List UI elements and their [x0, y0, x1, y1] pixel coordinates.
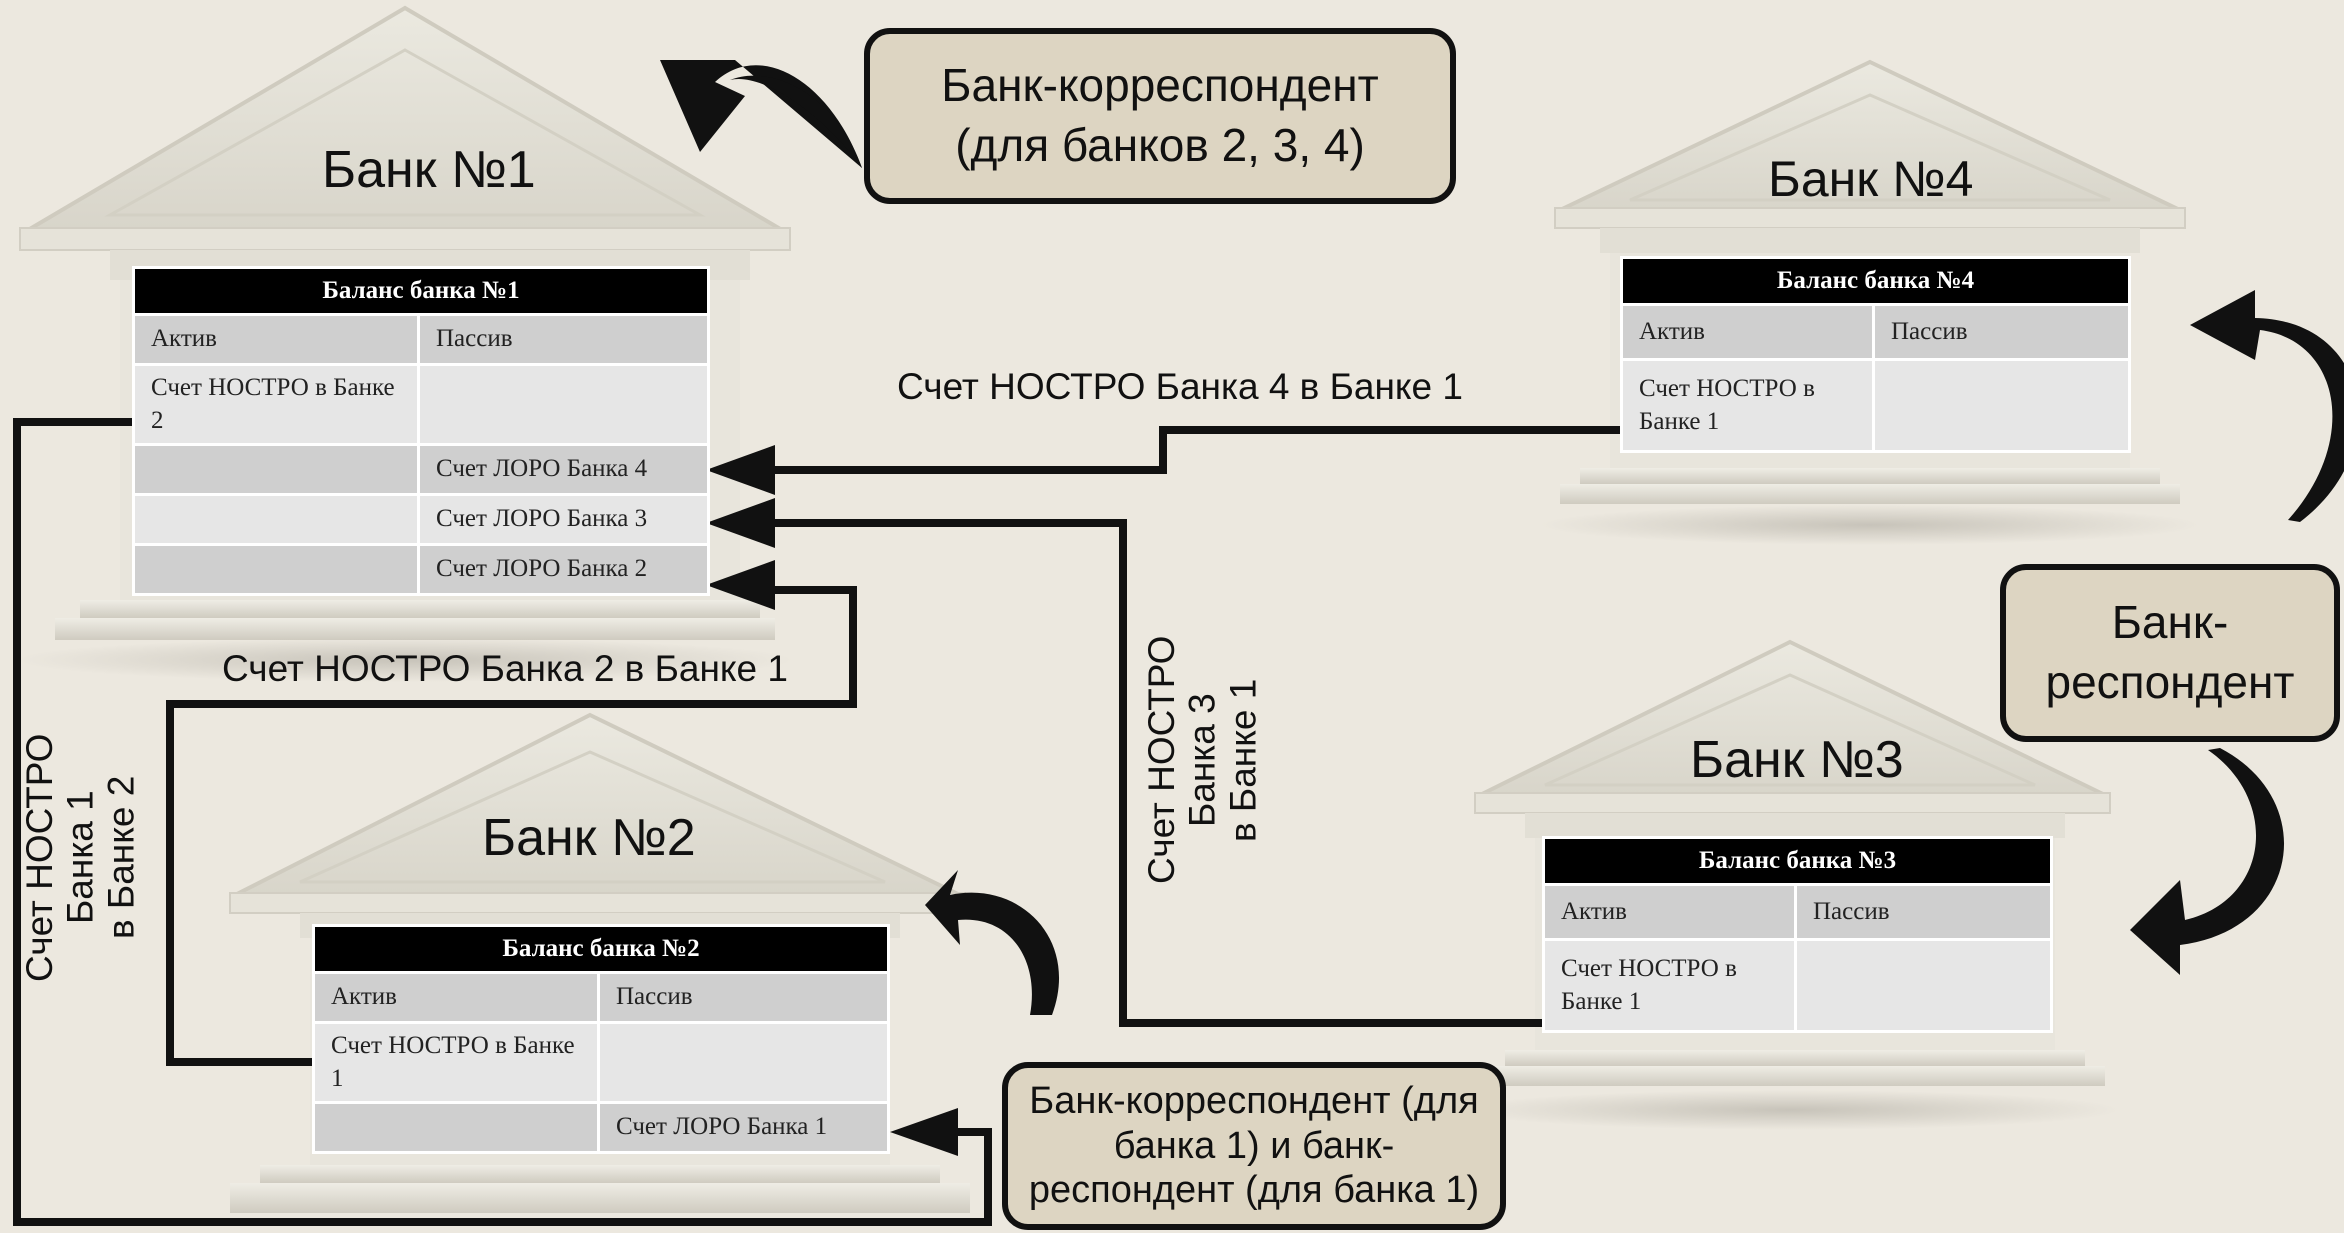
connector-nostro-bank2 [166, 586, 857, 1066]
connector-nostro-bank1 [13, 418, 992, 1226]
table-cell: Счет НОСТРО в Банке 2 [132, 363, 420, 446]
column-header-liability: Пассив [416, 313, 711, 366]
label-line: в Банке 2 [100, 775, 142, 940]
table-cell [132, 443, 420, 496]
balance-header: Баланс банка №2 [311, 924, 891, 974]
label-nostro-bank4: Счет НОСТРО Банка 4 в Банке 1 [897, 366, 1463, 407]
balance-header: Баланс банка №4 [1619, 256, 2132, 306]
bank-4-title: Банк №4 [1768, 151, 1974, 207]
callout-line: (для банков 2, 3, 4) [955, 119, 1365, 171]
callout-correspondent: Банк-корреспондент (для банков 2, 3, 4) [864, 28, 1456, 204]
connector-nostro-bank3 [740, 519, 1545, 1027]
column-header-asset: Актив [132, 313, 420, 366]
table-cell [1793, 938, 2054, 1033]
label-nostro-bank3: Счет НОСТРО Банка 3 в Банке 1 [1141, 630, 1264, 890]
connector-nostro-bank4 [740, 426, 1622, 474]
label-line: Счет НОСТРО [19, 733, 60, 982]
table-cell [312, 1101, 600, 1154]
bank-2-title: Банк №2 [482, 809, 696, 867]
column-header-asset: Актив [312, 971, 600, 1024]
callout-line: респондент (для банка 1) [1028, 1169, 1480, 1212]
curved-arrow-bank1 [660, 60, 862, 168]
table-cell [416, 363, 711, 446]
label-line: в Банке 1 [1222, 678, 1264, 842]
arrowhead-loro-bank2 [706, 560, 775, 610]
table-cell [132, 543, 420, 596]
callout-line: Банк-корреспондент [941, 59, 1379, 112]
arrowhead-loro-bank1 [890, 1108, 958, 1156]
bank-3-title: Банк №3 [1690, 731, 1904, 789]
column-header-liability: Пассив [596, 971, 891, 1024]
label-nostro-bank2: Счет НОСТРО Банка 2 в Банке 1 [222, 648, 788, 689]
table-cell [1871, 358, 2132, 453]
callout-line: респондент [2045, 656, 2295, 708]
label-line: Банка 1 [59, 790, 101, 925]
label-nostro-bank1: Счет НОСТРО Банка 1 в Банке 2 [19, 725, 142, 990]
column-header-liability: Пассив [1871, 303, 2132, 361]
curved-arrow-bank2 [925, 870, 1060, 1015]
balance-header: Баланс банка №1 [131, 266, 711, 316]
callout-line: Банк- [2111, 596, 2229, 649]
table-cell [132, 493, 420, 546]
arrowhead-loro-bank4 [706, 445, 775, 495]
callout-correspondent-and-respondent: Банк-корреспондент (для банка 1) и банк-… [1002, 1062, 1506, 1230]
column-header-asset: Актив [1620, 303, 1875, 361]
table-cell: Счет ЛОРО Банка 1 [596, 1101, 891, 1154]
table-cell: Счет ЛОРО Банка 3 [416, 493, 711, 546]
bank-3-balance-table: Баланс банка №3 Актив Пассив Счет НОСТРО… [1541, 836, 2054, 1033]
table-cell: Счет НОСТРО в Банке 1 [1542, 938, 1797, 1033]
callout-line: Банк-корреспондент (для [1029, 1079, 1479, 1122]
bank-2-balance-table: Баланс банка №2 Актив Пассив Счет НОСТРО… [311, 924, 891, 1154]
table-cell: Счет НОСТРО в Банке 1 [1620, 358, 1875, 453]
balance-header: Баланс банка №3 [1541, 836, 2054, 886]
bank-1-balance-table: Баланс банка №1 Актив Пассив Счет НОСТРО… [131, 266, 711, 596]
bank-4-balance-table: Баланс банка №4 Актив Пассив Счет НОСТРО… [1619, 256, 2132, 453]
callout-line: банка 1) и банк- [1113, 1124, 1395, 1167]
column-header-liability: Пассив [1793, 883, 2054, 941]
column-header-asset: Актив [1542, 883, 1797, 941]
label-line: Банка 3 [1181, 693, 1223, 827]
table-cell: Счет НОСТРО в Банке 1 [312, 1021, 600, 1104]
callout-respondent: Банк- респондент [2000, 564, 2340, 742]
curved-arrow-bank4 [2190, 290, 2344, 522]
table-cell: Счет ЛОРО Банка 4 [416, 443, 711, 496]
table-cell [596, 1021, 891, 1104]
bank-1-title: Банк №1 [322, 141, 536, 199]
table-cell: Счет ЛОРО Банка 2 [416, 543, 711, 596]
label-line: Счет НОСТРО [1141, 635, 1182, 885]
curved-arrow-bank3 [2130, 748, 2285, 975]
arrowhead-loro-bank3 [706, 498, 775, 548]
